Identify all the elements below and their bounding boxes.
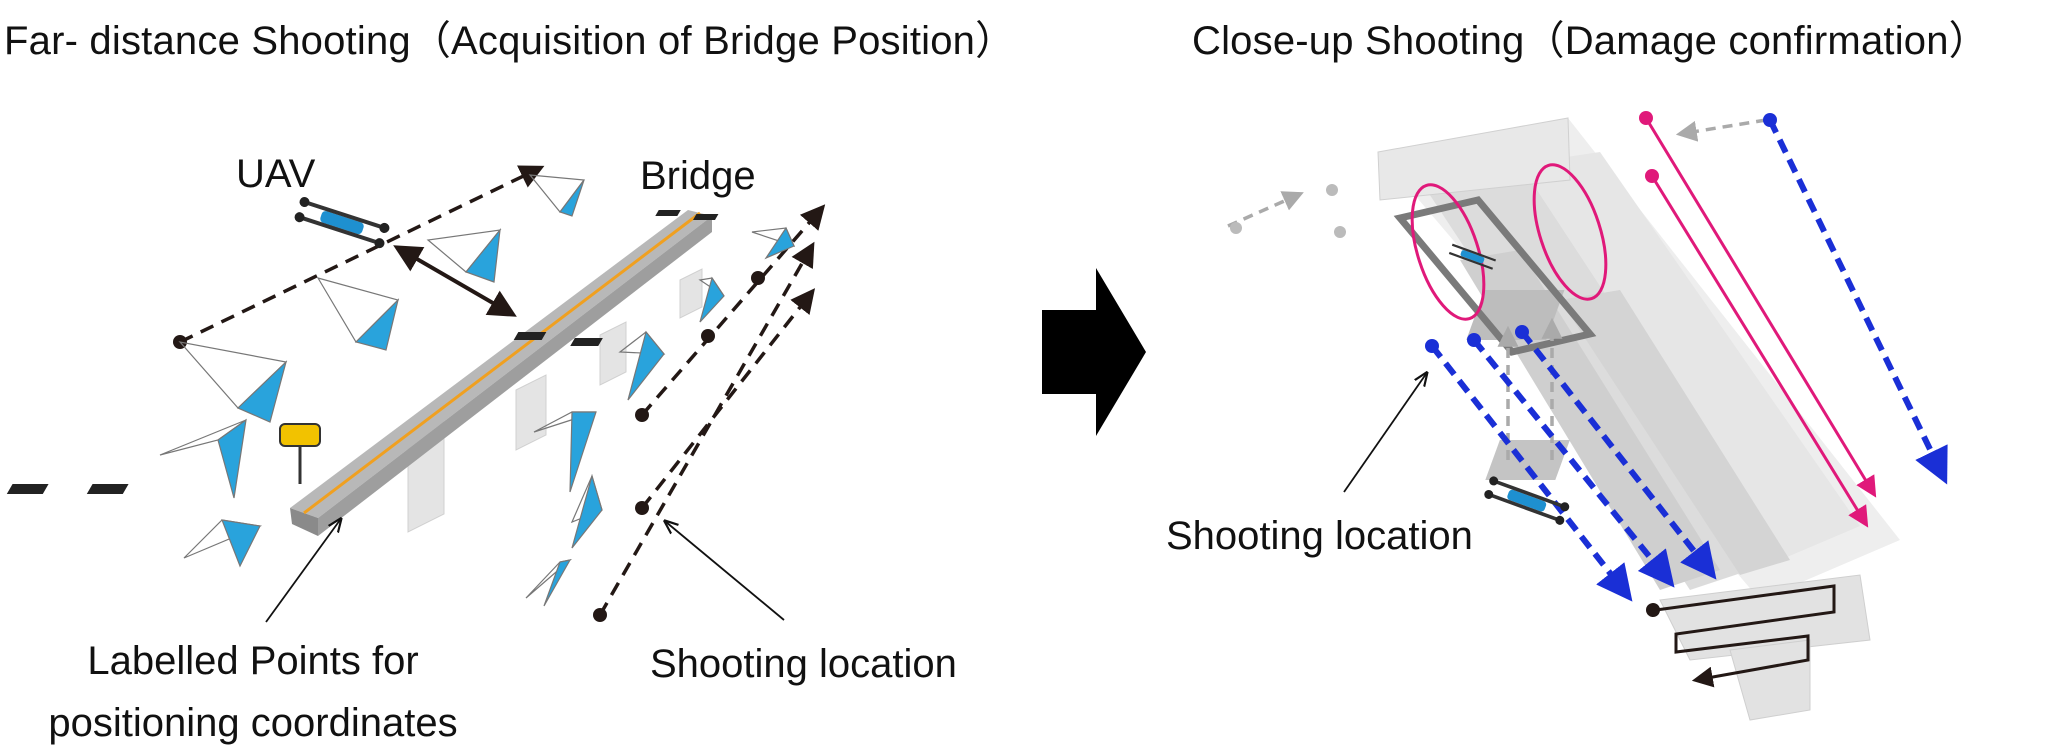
- loop-paths: [1410, 163, 1608, 321]
- labelled-points-line1: Labelled Points for: [87, 639, 419, 683]
- pier: [1659, 574, 1871, 721]
- camera-frustums: [159, 174, 796, 607]
- inspection-frame: [1393, 196, 1597, 356]
- shooting-location-left-label: Shooting location: [650, 642, 957, 686]
- far-distance-diagram: [6, 165, 826, 623]
- uav-label: UAV: [236, 152, 316, 196]
- shooting-location-right-label: Shooting location: [1166, 514, 1473, 558]
- uav-icon: [1448, 243, 1497, 270]
- bridge-label: Bridge: [640, 154, 756, 198]
- shooting-location-pointer-line: [1343, 374, 1426, 493]
- bridge-deck: [290, 210, 712, 536]
- pier-inspection-path: [1655, 584, 1836, 688]
- gray-start-dots: [1230, 184, 1346, 238]
- shooting-location-pointer-line: [666, 522, 785, 621]
- labelled-point-markers: [6, 210, 719, 494]
- magenta-paths: [1644, 117, 1877, 528]
- points-pointer-line: [265, 520, 340, 623]
- right-panel-title: Close-up Shooting（Damage confirmation）: [1192, 19, 1989, 63]
- road-centerline: [303, 211, 701, 515]
- left-panel-title: Far- distance Shooting（Acquisition of Br…: [4, 19, 1016, 63]
- transition-arrow: [1042, 268, 1146, 436]
- close-up-diagram: [1227, 111, 1948, 721]
- shooting-location-dots: [173, 271, 765, 622]
- labelled-points-line2: positioning coordinates: [48, 701, 458, 745]
- far-flight-paths: [179, 165, 826, 616]
- blue-paths: [1429, 118, 1948, 602]
- uav-icon: [1484, 476, 1570, 525]
- gnss-receiver-icon: [279, 423, 321, 484]
- distance-arrow: [393, 245, 517, 317]
- labelled-points-label: Labelled Points for positioning coordina…: [18, 630, 488, 754]
- uav-icon: [294, 196, 390, 249]
